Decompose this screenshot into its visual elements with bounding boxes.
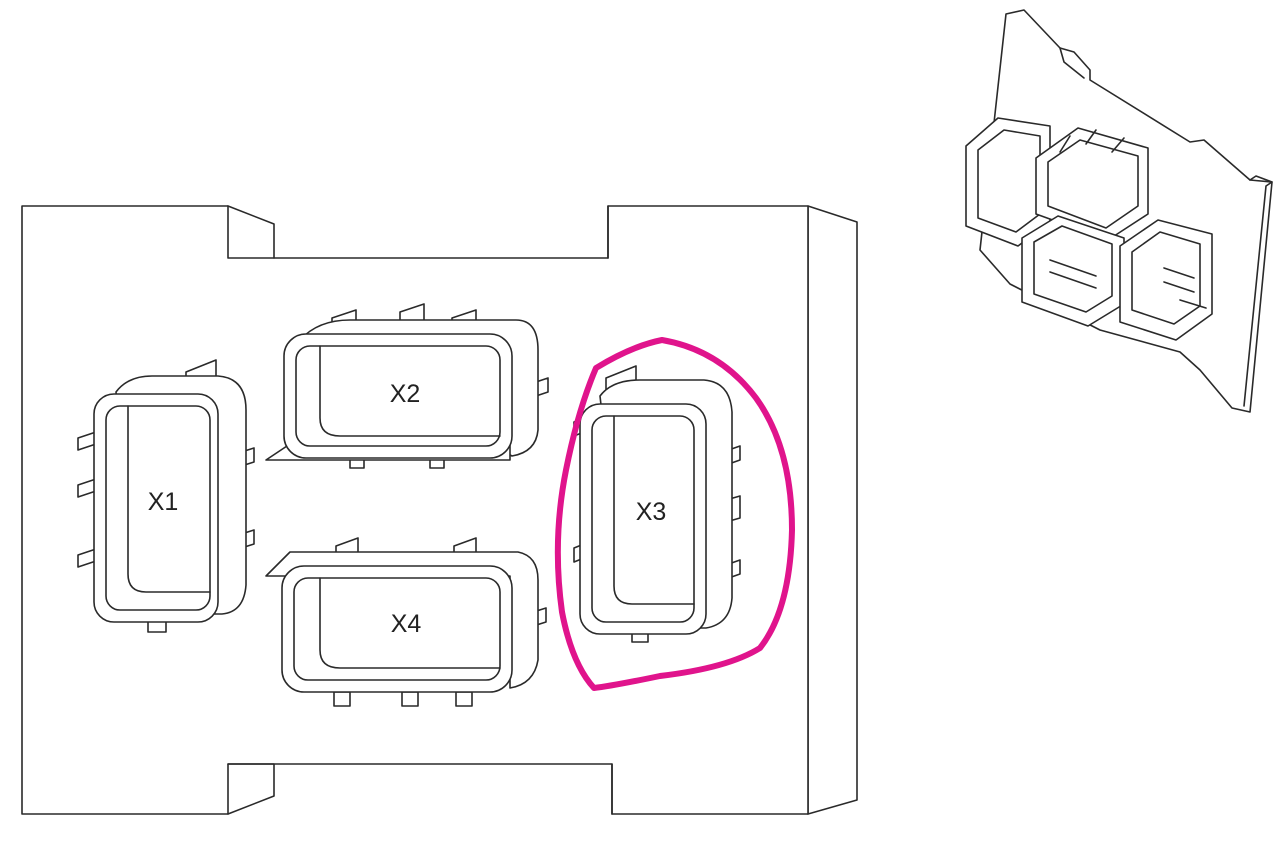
connector-x1-label: X1 bbox=[148, 488, 179, 516]
module-isometric-view bbox=[965, 9, 1273, 413]
connector-x2[interactable] bbox=[265, 303, 549, 469]
connector-x1[interactable] bbox=[77, 359, 255, 633]
connector-x2-label: X2 bbox=[390, 380, 421, 408]
connector-x3-label: X3 bbox=[636, 498, 667, 526]
connector-x4-label: X4 bbox=[391, 610, 422, 638]
connector-x3[interactable] bbox=[573, 365, 741, 643]
x3-highlight-loop bbox=[554, 337, 795, 691]
connector-x4[interactable] bbox=[265, 537, 547, 707]
